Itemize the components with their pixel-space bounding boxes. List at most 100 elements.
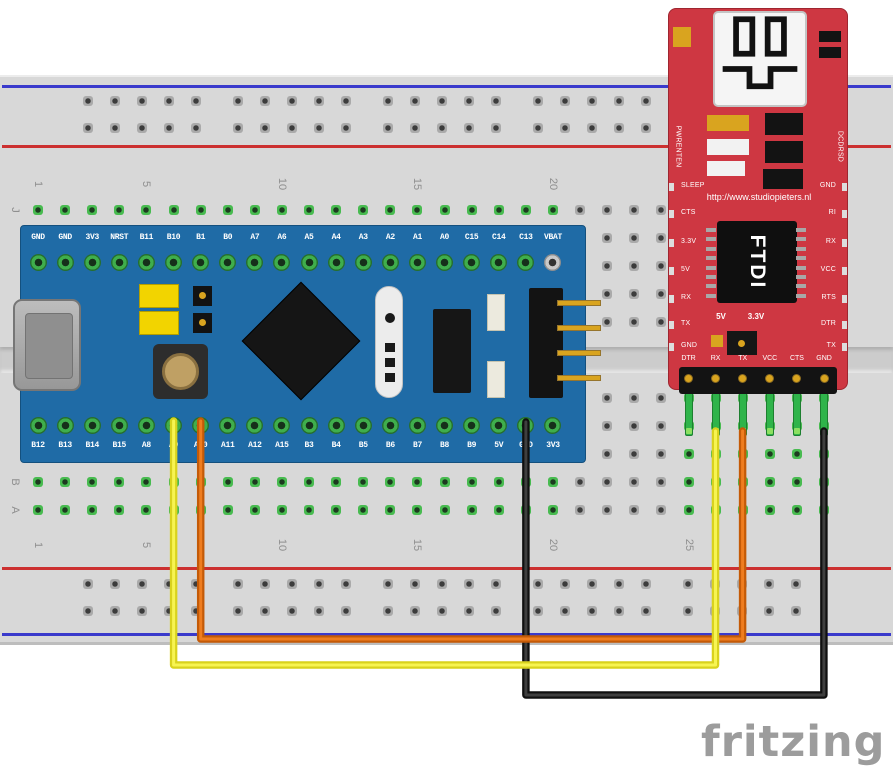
breadboard-hole[interactable] (33, 477, 43, 487)
breadboard-hole[interactable] (410, 123, 420, 133)
breadboard-hole[interactable] (110, 579, 120, 589)
breadboard-hole[interactable] (533, 606, 543, 616)
breadboard-hole[interactable] (410, 606, 420, 616)
breadboard-hole[interactable] (575, 205, 586, 215)
breadboard-hole[interactable] (191, 123, 201, 133)
breadboard-hole[interactable] (683, 449, 694, 459)
breadboard-hole[interactable] (164, 123, 174, 133)
breadboard-hole[interactable] (191, 96, 201, 106)
wire-stm32-a9-to-ftdi-rx[interactable] (169, 417, 720, 669)
breadboard-hole[interactable] (656, 477, 667, 487)
breadboard-hole[interactable] (385, 205, 396, 215)
breadboard-hole[interactable] (249, 477, 260, 487)
stm32-pin-hole-b13[interactable] (56, 416, 74, 434)
breadboard-hole[interactable] (602, 205, 613, 215)
breadboard-hole[interactable] (466, 205, 477, 215)
breadboard-hole[interactable] (491, 123, 501, 133)
breadboard-hole[interactable] (629, 421, 640, 431)
breadboard-hole[interactable] (314, 606, 324, 616)
breadboard-hole[interactable] (341, 96, 351, 106)
boot-jumper-block-1[interactable] (139, 284, 179, 308)
stm32-pin-hole-a15[interactable] (273, 416, 291, 434)
breadboard-hole[interactable] (614, 96, 624, 106)
stm32-pin-hole-b5[interactable] (354, 416, 372, 434)
breadboard-hole[interactable] (629, 317, 640, 327)
breadboard-hole[interactable] (114, 505, 125, 515)
breadboard-hole[interactable] (287, 579, 297, 589)
breadboard-hole[interactable] (602, 421, 613, 431)
stm32-pin-hole-a6[interactable] (273, 253, 291, 271)
voltage-jumper-block[interactable] (727, 331, 757, 355)
stm32-pin-hole-gnd[interactable] (29, 253, 47, 271)
breadboard-hole[interactable] (83, 96, 93, 106)
breadboard-hole[interactable] (547, 477, 558, 487)
stm32-pin-hole-b9[interactable] (463, 416, 481, 434)
breadboard-hole[interactable] (276, 505, 287, 515)
breadboard-hole[interactable] (629, 205, 640, 215)
breadboard-hole[interactable] (656, 261, 667, 271)
breadboard-hole[interactable] (629, 477, 640, 487)
breadboard-hole[interactable] (602, 317, 613, 327)
breadboard-hole[interactable] (629, 449, 640, 459)
breadboard-hole[interactable] (575, 477, 586, 487)
breadboard-hole[interactable] (137, 96, 147, 106)
breadboard-hole[interactable] (222, 205, 233, 215)
stm32-pin-hole-gnd[interactable] (56, 253, 74, 271)
breadboard-hole[interactable] (33, 205, 43, 215)
breadboard-hole[interactable] (260, 579, 270, 589)
breadboard-hole[interactable] (83, 579, 93, 589)
stm32-pin-hole-b12[interactable] (29, 416, 47, 434)
breadboard-hole[interactable] (276, 477, 287, 487)
breadboard-hole[interactable] (629, 505, 640, 515)
breadboard-hole[interactable] (233, 123, 243, 133)
stm32-pin-hole-a8[interactable] (137, 416, 155, 434)
breadboard-hole[interactable] (304, 205, 315, 215)
breadboard-hole[interactable] (437, 96, 447, 106)
breadboard-hole[interactable] (385, 505, 396, 515)
ftdi-pin-vcc[interactable] (765, 374, 775, 383)
breadboard-hole[interactable] (314, 123, 324, 133)
breadboard-hole[interactable] (110, 123, 120, 133)
breadboard-hole[interactable] (602, 233, 613, 243)
breadboard-hole[interactable] (439, 477, 450, 487)
breadboard-hole[interactable] (629, 289, 640, 299)
stm32-pin-hole-c14[interactable] (490, 253, 508, 271)
breadboard-hole[interactable] (764, 505, 775, 515)
breadboard-hole[interactable] (437, 606, 447, 616)
breadboard-hole[interactable] (491, 606, 501, 616)
stm32-pin-hole-a12[interactable] (246, 416, 264, 434)
stm32-pin-hole-c13[interactable] (517, 253, 535, 271)
reset-button[interactable] (153, 344, 208, 399)
breadboard-hole[interactable] (439, 505, 450, 515)
breadboard-hole[interactable] (656, 393, 667, 403)
breadboard-hole[interactable] (560, 96, 570, 106)
breadboard-hole[interactable] (383, 579, 393, 589)
breadboard-hole[interactable] (491, 579, 501, 589)
breadboard-hole[interactable] (791, 505, 802, 515)
stm32-pin-hole-a2[interactable] (381, 253, 399, 271)
breadboard-hole[interactable] (683, 477, 694, 487)
stm32-pin-hole-b6[interactable] (381, 416, 399, 434)
breadboard-hole[interactable] (141, 505, 152, 515)
breadboard-hole[interactable] (764, 477, 775, 487)
ftdi-pin-tx[interactable] (738, 374, 748, 383)
breadboard-hole[interactable] (641, 579, 651, 589)
breadboard-hole[interactable] (764, 606, 774, 616)
breadboard-hole[interactable] (331, 477, 342, 487)
breadboard-hole[interactable] (491, 96, 501, 106)
breadboard-hole[interactable] (493, 477, 504, 487)
stm32-pin-hole-a4[interactable] (327, 253, 345, 271)
breadboard-hole[interactable] (137, 123, 147, 133)
breadboard-hole[interactable] (249, 505, 260, 515)
breadboard-hole[interactable] (614, 579, 624, 589)
breadboard-hole[interactable] (439, 205, 450, 215)
breadboard-hole[interactable] (791, 477, 802, 487)
breadboard-hole[interactable] (587, 96, 597, 106)
breadboard-hole[interactable] (520, 205, 531, 215)
breadboard-hole[interactable] (110, 606, 120, 616)
breadboard-hole[interactable] (533, 579, 543, 589)
breadboard-hole[interactable] (195, 205, 206, 215)
stm32-pin-hole-b3[interactable] (300, 416, 318, 434)
breadboard-hole[interactable] (656, 449, 667, 459)
breadboard-hole[interactable] (331, 205, 342, 215)
